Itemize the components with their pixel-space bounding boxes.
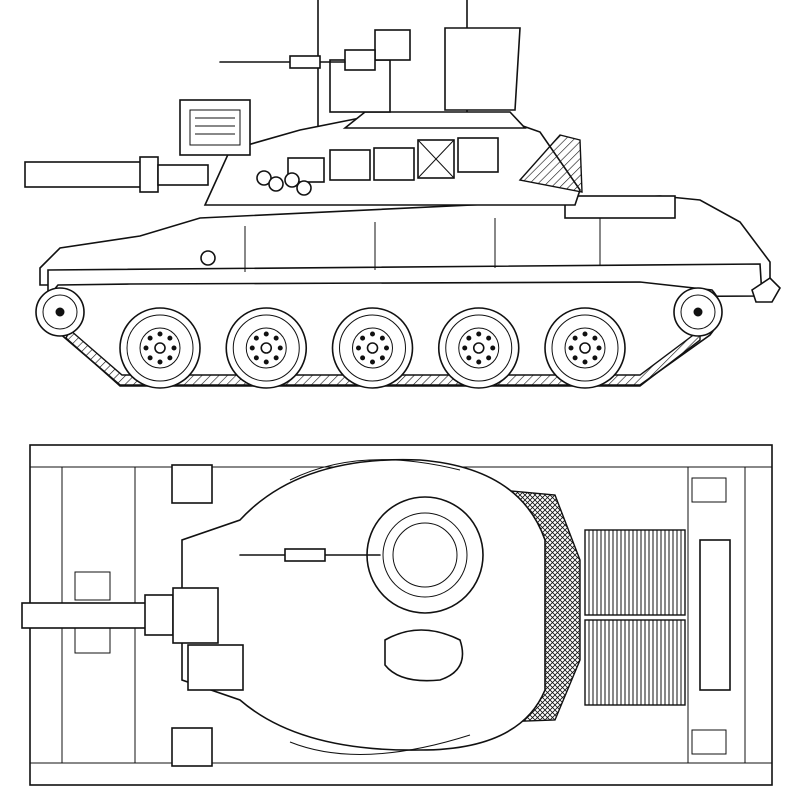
machine-gun-top [239, 548, 381, 562]
track-guard-right [29, 762, 773, 786]
cupola-ring-top [366, 496, 484, 614]
turret-stowage-ring [289, 459, 471, 755]
road-wheel [225, 307, 308, 389]
smoke-dischargers [256, 170, 312, 196]
road-wheel [119, 307, 201, 389]
road-wheel [544, 307, 626, 389]
sight-block-top [187, 644, 244, 691]
rear-light-cluster [751, 276, 781, 303]
hull-plug [200, 250, 216, 266]
road-wheel [331, 307, 414, 389]
idler-wheel [673, 287, 723, 337]
rear-light-box [691, 729, 727, 755]
road-wheel-group [119, 307, 626, 389]
vision-block [171, 464, 213, 504]
loader-hatch [384, 629, 464, 682]
rear-tow-pintle [699, 539, 731, 691]
main-gun [24, 156, 209, 193]
gunner-sight-box [179, 99, 251, 156]
engine-grill-upper [584, 529, 686, 616]
top-view [21, 444, 773, 786]
machine-gun [219, 55, 346, 69]
driver-periscope [74, 571, 111, 601]
commander-cupola [329, 29, 411, 113]
turret-bustle-rack [518, 134, 583, 193]
turret-roof [342, 111, 527, 129]
side-view [24, 0, 781, 389]
rear-shield-panel [444, 27, 521, 111]
rear-deck-plate [564, 195, 676, 219]
drive-sprocket [35, 287, 85, 337]
stowage-bins [287, 137, 499, 183]
rear-light-box [691, 477, 727, 503]
road-wheel [437, 307, 520, 389]
main-gun-top [21, 587, 219, 644]
vision-block [171, 727, 213, 767]
engine-grill-lower [584, 619, 686, 706]
